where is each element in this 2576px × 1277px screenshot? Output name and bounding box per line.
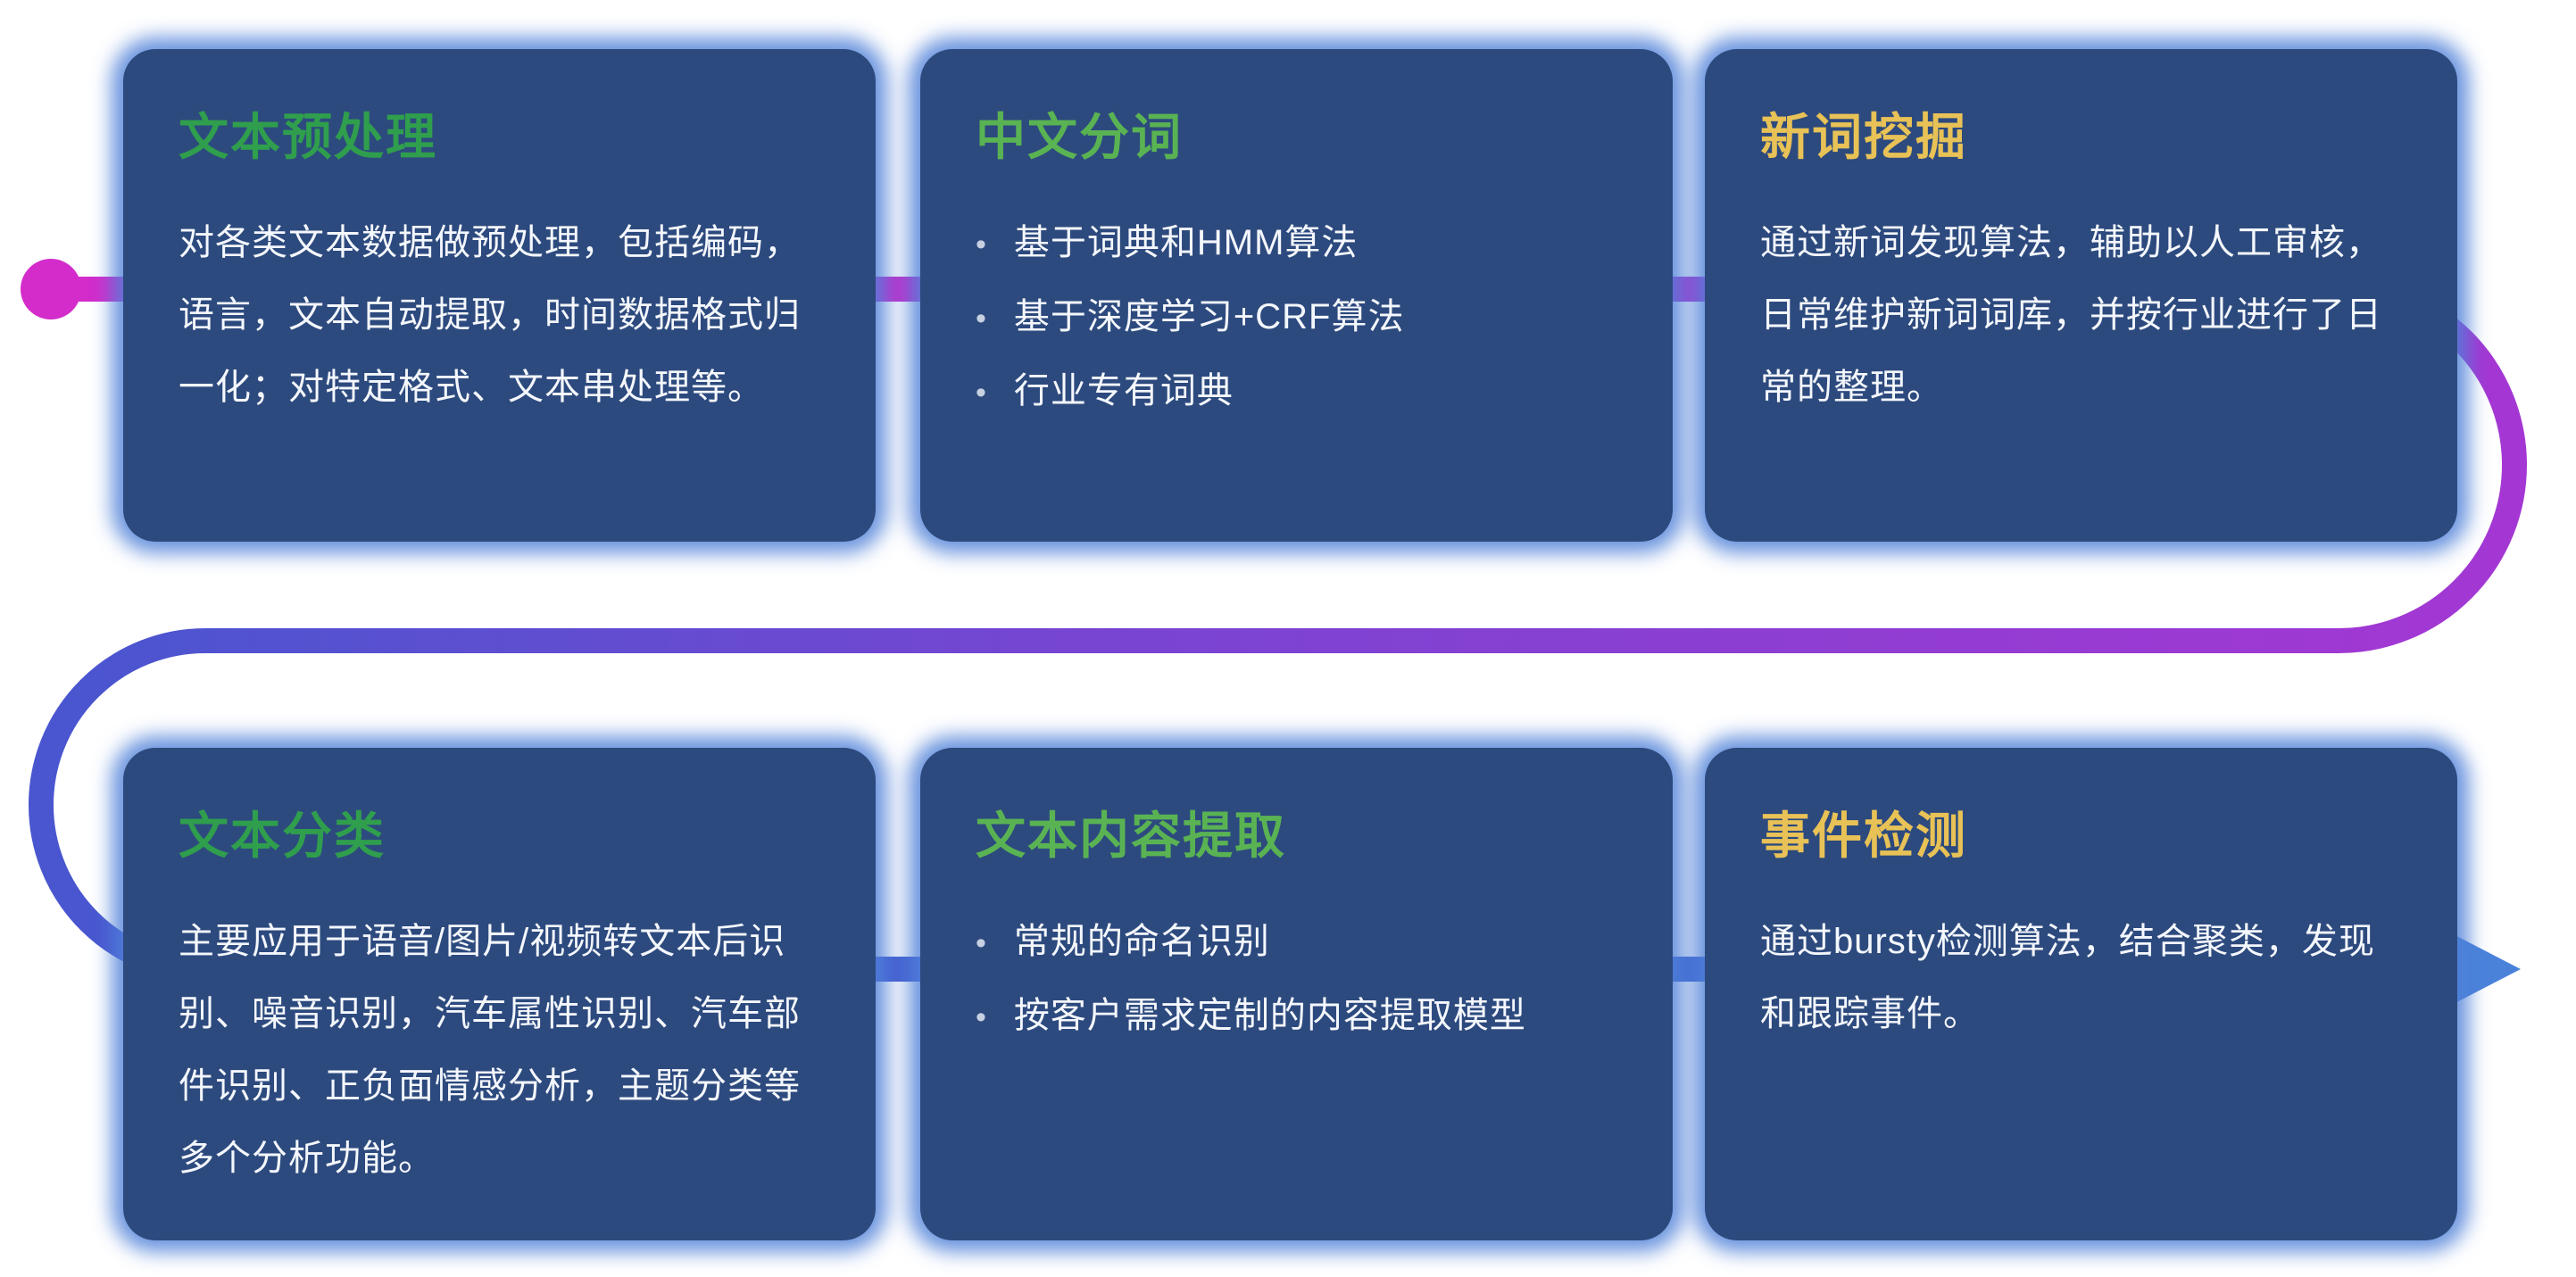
card-title: 新词挖掘 [1760,109,1967,165]
card-text-classification: 文本分类 主要应用于语音/图片/视频转文本后识别、噪音识别，汽车属性识别、汽车部… [123,748,876,1240]
card-body: 通过bursty检测算法，结合聚类，发现和跟踪事件。 [1760,922,2375,1033]
card-title: 文本预处理 [179,109,437,165]
bullet-item: • 基于词典和HMM算法 [976,207,1617,281]
bullet-item: • 基于深度学习+CRF算法 [976,281,1617,355]
bullet-dot-icon: • [976,376,987,410]
card-title: 中文分词 [976,109,1183,165]
card-chinese-word-segmentation: 中文分词 • 基于词典和HMM算法 • 基于深度学习+CRF算法 • 行业专有词… [920,49,1673,542]
card-body: 通过新词发现算法，辅助以人工审核，日常维护新词词库，并按行业进行了日常的整理。 [1760,223,2382,407]
bullet-item: • 按客户需求定制的内容提取模型 [976,980,1617,1054]
bullet-list: • 基于词典和HMM算法 • 基于深度学习+CRF算法 • 行业专有词典 [976,207,1617,429]
bullet-item: • 常规的命名识别 [976,906,1617,980]
bullet-dot-icon: • [976,1000,987,1034]
bullet-item: • 行业专有词典 [976,355,1617,429]
card-body: 对各类文本数据做预处理，包括编码，语言，文本自动提取，时间数据格式归一化；对特定… [179,223,801,407]
bullet-list: • 常规的命名识别 • 按客户需求定制的内容提取模型 [976,906,1617,1054]
bullet-text: 按客户需求定制的内容提取模型 [1013,996,1526,1035]
card-title: 文本分类 [179,808,386,864]
card-event-detection: 事件检测 通过bursty检测算法，结合聚类，发现和跟踪事件。 [1705,748,2457,1240]
bullet-dot-icon: • [976,926,987,960]
card-title: 事件检测 [1760,808,1967,864]
bullet-text: 基于深度学习+CRF算法 [1013,297,1405,336]
bullet-dot-icon: • [976,302,987,336]
flow-arrow-icon [2441,928,2521,1010]
card-text-content-extraction: 文本内容提取 • 常规的命名识别 • 按客户需求定制的内容提取模型 [920,748,1673,1240]
bullet-dot-icon: • [976,228,987,261]
flow-line-middle-segment [29,452,2527,817]
bullet-text: 常规的命名识别 [1013,922,1270,961]
card-body: 主要应用于语音/图片/视频转文本后识别、噪音识别，汽车属性识别、汽车部件识别、正… [179,922,801,1178]
card-title: 文本内容提取 [976,808,1286,864]
bullet-text: 基于词典和HMM算法 [1013,223,1359,262]
flow-start-dot [21,259,81,319]
bullet-text: 行业专有词典 [1013,371,1234,410]
card-text-preprocessing: 文本预处理 对各类文本数据做预处理，包括编码，语言，文本自动提取，时间数据格式归… [123,49,876,542]
card-new-word-mining: 新词挖掘 通过新词发现算法，辅助以人工审核，日常维护新词词库，并按行业进行了日常… [1705,49,2457,542]
